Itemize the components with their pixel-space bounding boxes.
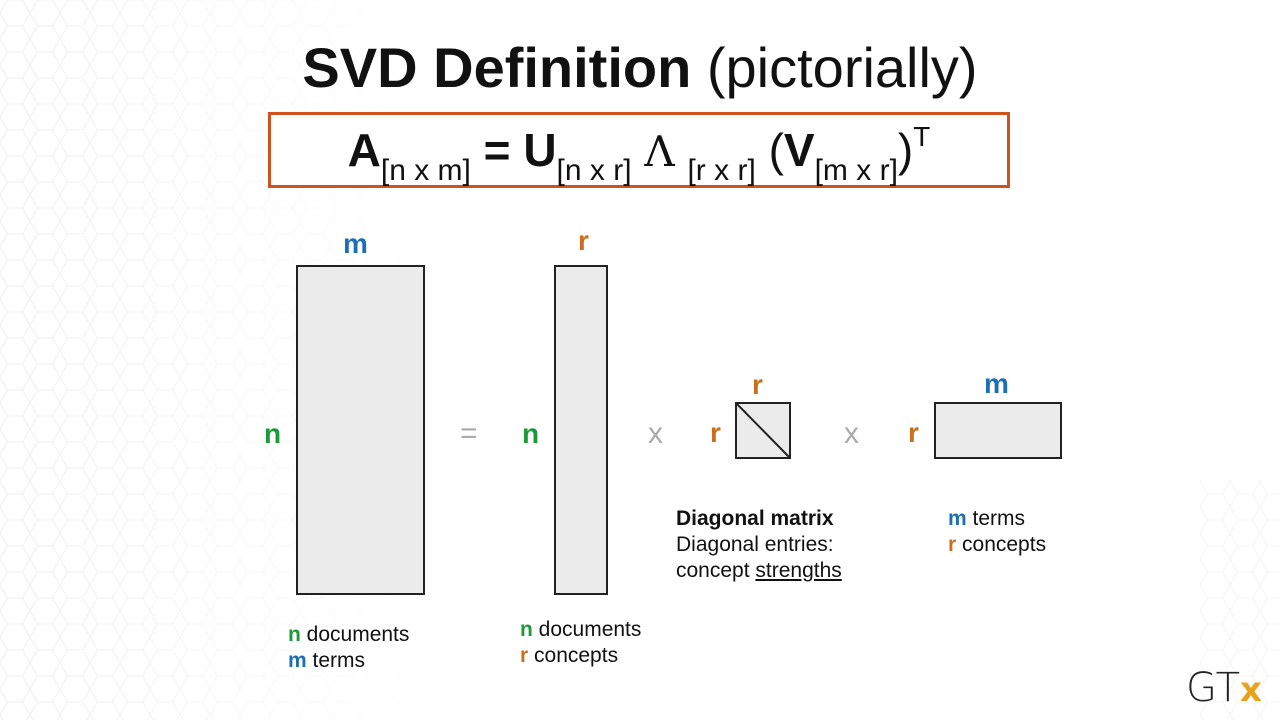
diagonal-line	[735, 402, 791, 459]
times-sign-2: x	[844, 417, 859, 450]
formula-equals: =	[483, 124, 511, 176]
formula-V-sub: [m x r]	[814, 154, 898, 187]
gtx-logo: GTx	[1186, 666, 1262, 712]
formula-lambda-sub: [r x r]	[687, 154, 756, 187]
caption-V: m terms r concepts	[948, 506, 1046, 558]
matrix-lambda-diagonal	[735, 402, 791, 459]
matrix-V-side-label: r	[908, 417, 919, 448]
formula-transpose: T	[913, 121, 931, 152]
svd-formula: A[n x m] = U[n x r] Λ [r x r] (V[m x r])…	[268, 120, 1010, 186]
caption-U-line1: n documents	[520, 617, 641, 643]
matrix-U-side-label: n	[522, 418, 540, 449]
formula-A: A	[347, 124, 381, 176]
formula-lambda: Λ	[644, 127, 675, 176]
caption-U-text1: documents	[532, 618, 642, 641]
matrix-U-top-label: r	[578, 225, 589, 256]
caption-U-line2: r concepts	[520, 643, 641, 669]
caption-S-line3-plain: concept	[676, 559, 756, 582]
caption-S-line2: Diagonal entries:	[676, 533, 834, 556]
caption-U-text2: concepts	[528, 644, 619, 667]
gtx-logo-text: GT	[1186, 665, 1241, 711]
formula-box	[268, 112, 1010, 188]
matrix-S-top-label: r	[752, 369, 763, 400]
gtx-logo-accent: x	[1240, 670, 1262, 710]
caption-U: n documents r concepts	[520, 617, 641, 669]
caption-V-line1: m terms	[948, 506, 1046, 532]
caption-A-text1: documents	[300, 623, 410, 646]
matrix-S-side-label: r	[710, 417, 721, 448]
matrix-V-transpose	[934, 402, 1062, 459]
title-rest: (pictorially)	[706, 36, 978, 99]
equals-sign: =	[460, 417, 478, 450]
caption-S-line3-underlined: strengths	[755, 559, 842, 582]
caption-S-line3: concept strengths	[676, 558, 842, 584]
caption-S: Diagonal matrix Diagonal entries: concep…	[676, 506, 842, 584]
caption-A: n documents m terms	[288, 622, 409, 674]
caption-A-line2: m terms	[288, 648, 409, 674]
formula-U-sub: [n x r]	[556, 154, 632, 187]
formula-U: U	[523, 124, 557, 176]
title-bold: SVD Definition	[302, 36, 692, 99]
caption-A-var1: n	[288, 623, 301, 646]
caption-A-line1: n documents	[288, 622, 409, 648]
caption-S-heading: Diagonal matrix	[676, 507, 834, 530]
caption-V-line2: r concepts	[948, 532, 1046, 558]
formula-A-sub: [n x m]	[380, 154, 471, 187]
matrix-V-top-label: m	[984, 368, 1009, 399]
formula-V: V	[783, 124, 815, 176]
caption-A-text2: terms	[306, 649, 366, 672]
caption-V-var2: r	[948, 533, 957, 556]
formula-close-paren: )	[897, 124, 914, 176]
formula-open-paren: (	[768, 124, 784, 176]
matrix-A-top-label: m	[343, 228, 368, 259]
caption-V-var1: m	[948, 507, 967, 530]
slide-title: SVD Definition (pictorially)	[0, 34, 1280, 102]
matrix-A-side-label: n	[264, 418, 282, 449]
caption-V-text1: terms	[966, 507, 1026, 530]
caption-V-text2: concepts	[956, 533, 1047, 556]
caption-U-var2: r	[520, 644, 529, 667]
caption-U-var1: n	[520, 618, 533, 641]
matrix-A	[296, 265, 425, 595]
times-sign-1: x	[648, 417, 663, 450]
matrix-U	[554, 265, 608, 595]
caption-A-var2: m	[288, 649, 307, 672]
